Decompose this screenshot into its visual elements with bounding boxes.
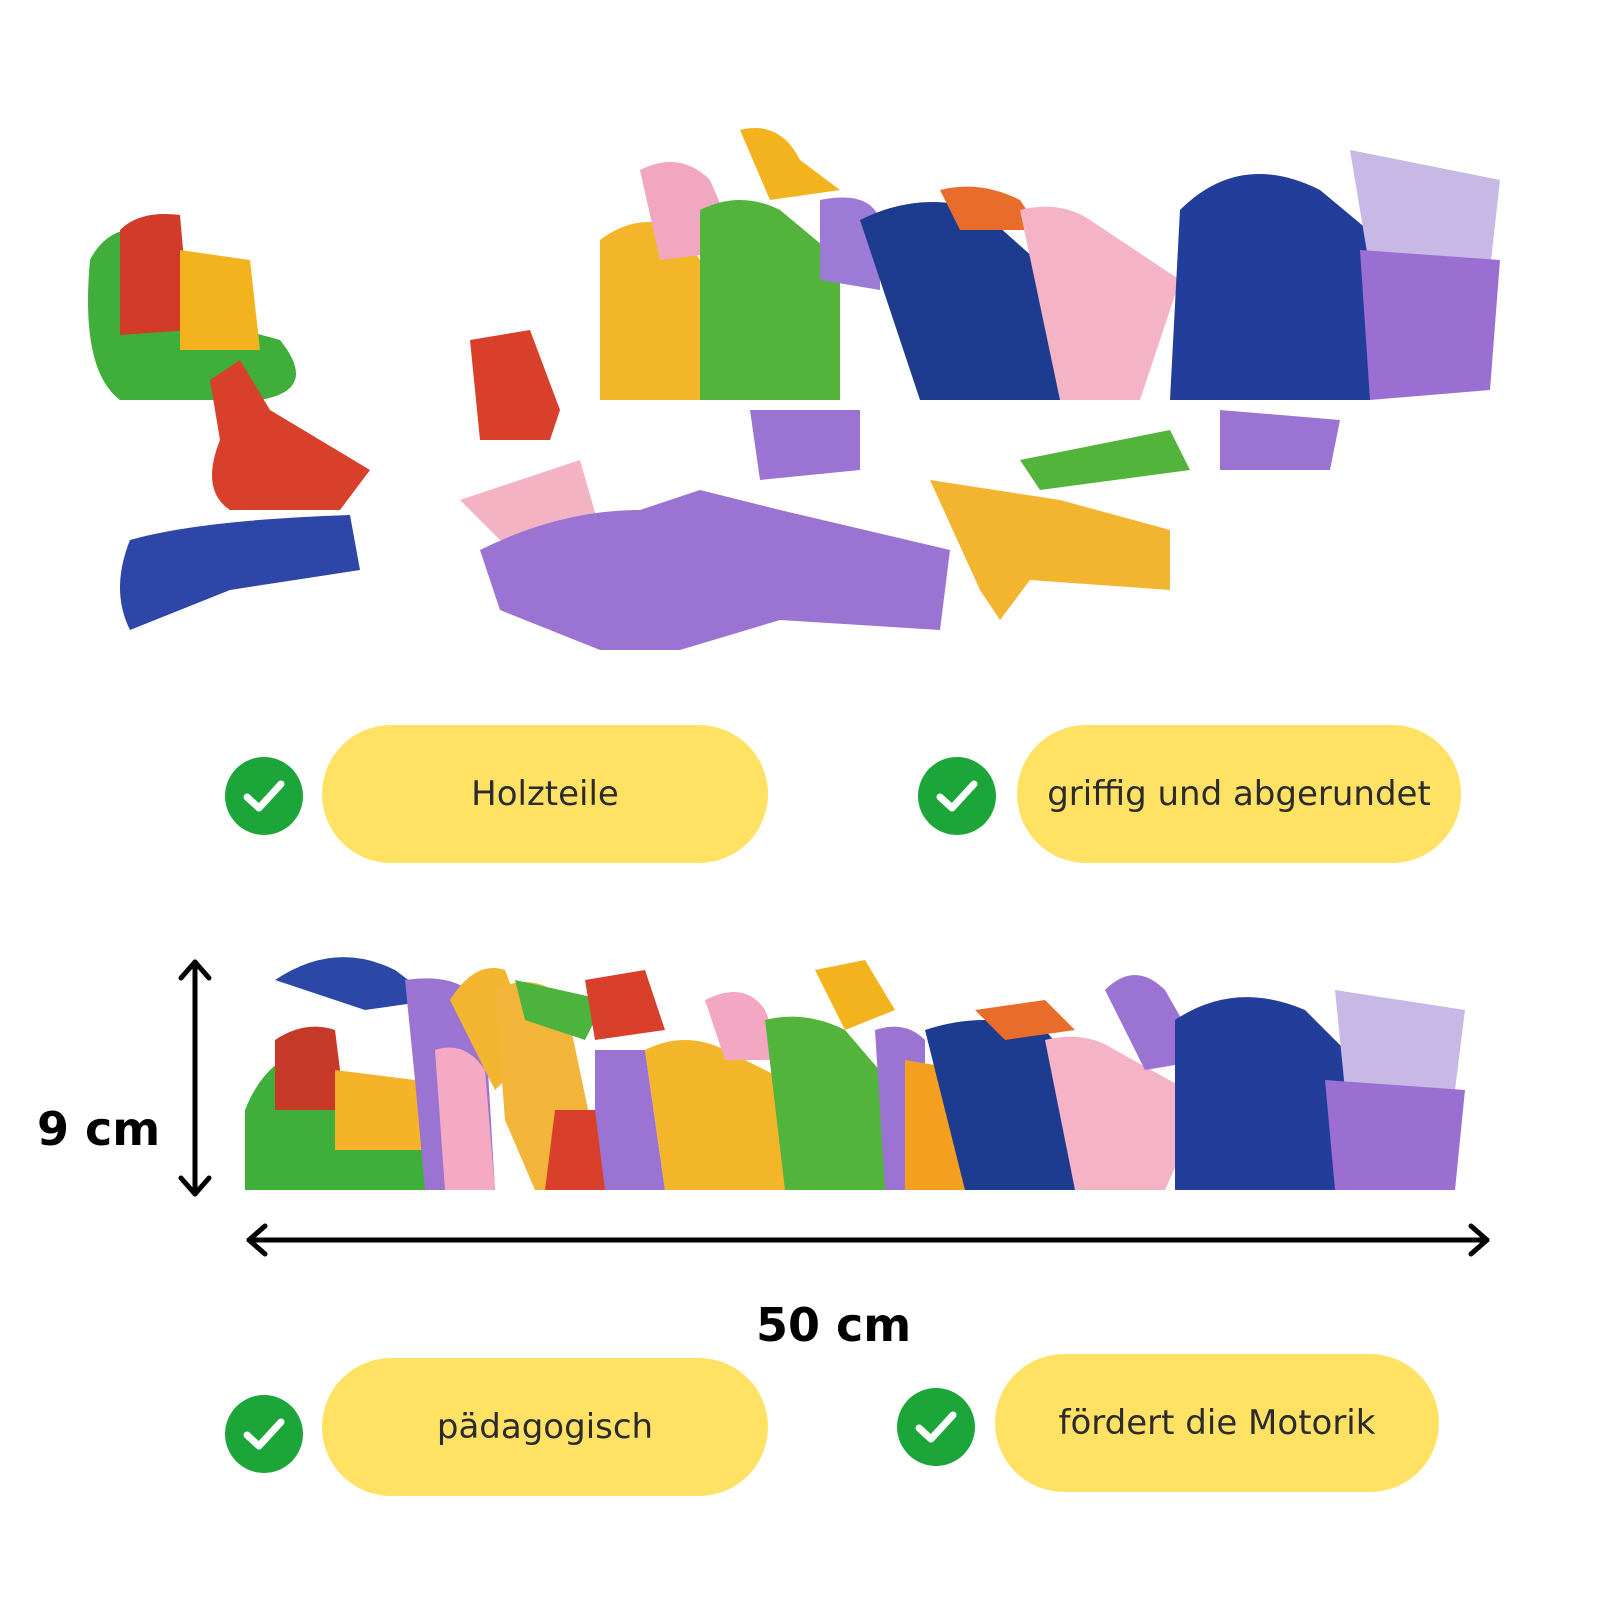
height-label: 9 cm bbox=[37, 1102, 161, 1156]
double-arrow-horizontal-icon bbox=[245, 1222, 1491, 1262]
loose-pieces-photo bbox=[80, 110, 1560, 690]
feature-label: Holzteile bbox=[471, 774, 619, 814]
assembled-puzzle-photo bbox=[245, 940, 1485, 1200]
check-circle-icon bbox=[225, 757, 303, 835]
feature-pill-wood-pieces: Holzteile bbox=[322, 725, 768, 863]
feature-pill-educational: pädagogisch bbox=[322, 1358, 768, 1496]
feature-pill-motor-skills: fördert die Motorik bbox=[995, 1354, 1439, 1492]
feature-label: pädagogisch bbox=[436, 1407, 654, 1447]
feature-label: griffig und abgerundet bbox=[1047, 774, 1431, 814]
feature-pill-grippy: griffig und abgerundet bbox=[1017, 725, 1461, 863]
check-circle-icon bbox=[918, 757, 996, 835]
double-arrow-vertical-icon bbox=[177, 958, 213, 1202]
width-label: 50 cm bbox=[756, 1298, 912, 1352]
feature-label: fördert die Motorik bbox=[1058, 1403, 1376, 1443]
check-circle-icon bbox=[897, 1388, 975, 1466]
check-circle-icon bbox=[225, 1395, 303, 1473]
